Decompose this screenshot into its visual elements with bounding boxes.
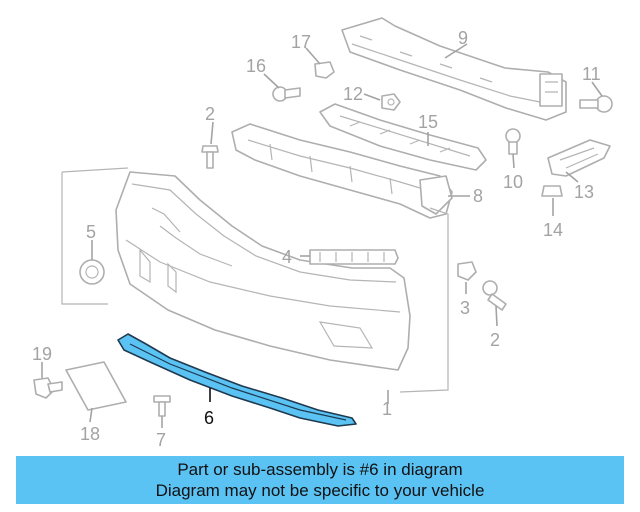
callout-2-upper: 2 [205,104,215,124]
callout-11: 11 [582,64,601,84]
part-8-absorber [231,123,453,219]
callout-8: 8 [473,186,483,206]
part-12-nut [381,93,401,111]
callout-14: 14 [543,220,563,240]
callout-15: 15 [418,112,438,132]
callout-17: 17 [291,32,311,52]
part-4-trim-strip [309,249,399,265]
part-9-reinforcement-bar [341,17,567,121]
callout-16: 16 [246,56,266,76]
banner-line-1: Part or sub-assembly is #6 in diagram [177,460,463,479]
callout-1: 1 [382,399,392,419]
callout-19: 19 [32,344,52,364]
callout-18: 18 [80,424,100,444]
info-banner: Part or sub-assembly is #6 in diagram Di… [16,456,624,504]
part-16-bolt [272,86,301,102]
part-11-bolt [579,95,613,113]
part-5-clip [79,259,105,285]
banner-line-2: Diagram may not be specific to your vehi… [155,481,485,500]
part-2-screw-lower [482,280,507,311]
callout-4: 4 [282,247,292,267]
callout-2-lower: 2 [490,330,500,350]
part-19-clip [33,377,63,399]
callout-12: 12 [343,84,363,104]
callout-13: 13 [574,182,594,202]
part-6-lower-spoiler [117,333,357,427]
part-13-bracket [547,139,611,177]
part-7-screw [153,395,171,417]
parts-diagram: 9 17 16 12 11 15 2 10 13 8 14 4 5 3 2 1 … [32,17,613,450]
callout-5: 5 [86,222,96,242]
callout-7: 7 [156,430,166,450]
part-17-nut [314,61,335,79]
part-2-screw-upper [201,145,219,169]
callout-9: 9 [458,28,468,48]
part-1-bumper-cover [61,167,449,393]
callout-3: 3 [460,298,470,318]
spoiler-highlight-shape [117,333,357,427]
part-3-clip [457,261,477,281]
part-14-clip-nut [541,185,563,197]
callout-6: 6 [204,408,214,428]
callout-10: 10 [503,172,523,192]
leader-lines [41,43,603,428]
part-15-bracket [319,103,487,171]
part-18-plate [65,361,127,411]
part-10-bolt [505,128,521,155]
